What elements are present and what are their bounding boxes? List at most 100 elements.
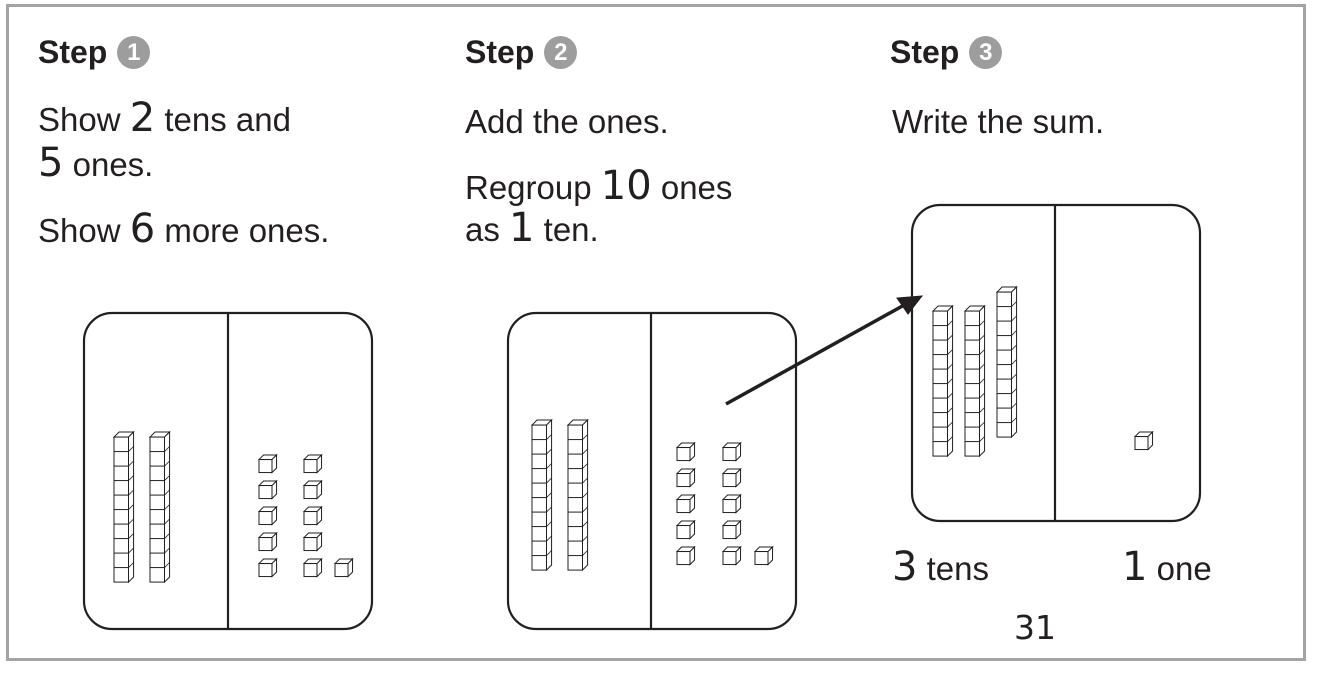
step-1-ten-rod-seg-side <box>164 547 170 554</box>
step-2-unit-cube-side <box>689 493 696 514</box>
step-1-unit-cube-front <box>258 563 273 578</box>
step-2-ten-rod-seg-side <box>582 434 588 440</box>
step-2-ten-rod-seg-side <box>546 434 552 440</box>
step-3-ten-rod-seg-side <box>947 349 953 355</box>
step-3-ten-rod-seg-side <box>979 320 985 326</box>
step-2-line-3-pre: as <box>465 211 510 248</box>
step-2-unit-cube <box>753 545 774 566</box>
step-3-ten-rod-seg-side <box>1011 344 1017 351</box>
step-3-ten-rod-seg-side <box>947 378 953 384</box>
step-1-badge: 1 <box>117 35 151 69</box>
step-2-unit-cube-front <box>722 525 737 540</box>
step-3-ten-rod-seg-side <box>979 378 985 384</box>
step-2-ten-rod-seg-side <box>546 448 552 455</box>
step-3-ones-word: one <box>1147 550 1212 587</box>
step-2-ten-rod <box>566 418 589 572</box>
step-3-ten-rod-seg-side <box>979 334 985 341</box>
step-2-unit-cube-front <box>676 473 691 488</box>
step-3-ten-rod-seg-side <box>1011 359 1017 365</box>
step-1-unit-cube <box>257 557 278 578</box>
step-2-title-text: Step <box>465 34 535 70</box>
regroup-arrow-head <box>896 295 924 315</box>
step-3-unit-cube-front <box>1134 436 1149 451</box>
step-2-unit-cube-front <box>754 551 769 566</box>
step-2-unit-cube <box>721 545 742 566</box>
step-2-ten-rod-seg-side <box>582 492 588 498</box>
step-3-ten-rod-seg-side <box>1011 301 1017 307</box>
step-1-unit-cube <box>302 453 323 474</box>
step-3-ten-rod-seg-side <box>979 363 985 370</box>
step-2-unit-cube-side <box>689 545 696 566</box>
step-2-unit-cube-side <box>689 519 696 540</box>
step-3-ten-rod <box>963 304 986 458</box>
step-1-unit-cube <box>302 557 323 578</box>
step-1-ten-rod-seg-side <box>164 460 170 467</box>
step-2-unit-cube <box>721 519 742 540</box>
step-2-unit-cube-front <box>722 447 737 462</box>
step-3-ten-rod-seg-side <box>1011 388 1017 394</box>
step-3-title-text: Step <box>890 34 960 70</box>
step-3-ten-rod-seg-side <box>979 349 985 355</box>
step-2-unit-cube-side <box>689 441 696 462</box>
regroup-arrow-line <box>725 302 907 406</box>
step-1-unit-cube-front <box>303 563 318 578</box>
step-2-unit-cube-side <box>735 467 742 488</box>
step-2-ten-rod-seg-side <box>582 550 588 556</box>
step-2-unit-cube-side <box>735 519 742 540</box>
step-1-unit-cube-front <box>303 459 318 474</box>
step-1-unit-cube-front <box>258 537 273 552</box>
step-1-unit-cube-side <box>271 505 278 526</box>
step-1-unit-cube <box>302 479 323 500</box>
step-1-ten-rod-seg-side <box>128 460 134 467</box>
step-1-title: Step 1 <box>38 34 151 70</box>
step-1-unit-cube <box>257 505 278 526</box>
step-2-badge: 2 <box>544 35 578 69</box>
step-3-ten-rod-seg-side <box>947 320 953 326</box>
step-2-ten-rod <box>530 418 553 572</box>
step-1-ten-rod-seg-side <box>164 562 170 568</box>
step-2-ten-rod-seg-side <box>582 477 588 484</box>
step-1-line-1: Show 2 tens and <box>38 98 291 140</box>
step-1-tens-number: 2 <box>129 95 156 141</box>
step-2-unit-cube-front <box>722 551 737 566</box>
step-2-ten-rod-seg-side <box>546 550 552 556</box>
step-3-ten-rod-seg-side <box>979 407 985 413</box>
step-3-ten-rod-seg-side <box>979 392 985 399</box>
step-1-unit-cube-side <box>271 479 278 500</box>
step-1-ten-rod-seg-side <box>128 547 134 554</box>
step-3-ten-rod-seg-side <box>947 436 953 442</box>
step-2-unit-cube <box>675 441 696 462</box>
step-2-line-3-post: ten. <box>534 211 599 248</box>
step-2-unit-cube-side <box>735 441 742 462</box>
step-3-unit-cube-side <box>1147 430 1154 451</box>
step-1-unit-cube-front <box>258 459 273 474</box>
step-3-unit-cube <box>1133 430 1154 451</box>
step-1-line-1-pre: Show <box>38 101 130 138</box>
step-2-line-1: Add the ones. <box>465 103 669 140</box>
step-1-unit-cube-side <box>316 531 323 552</box>
step-1-ten-rod-seg-side <box>128 475 134 481</box>
step-2-unit-cube-front <box>676 499 691 514</box>
step-2-unit-cube-side <box>689 467 696 488</box>
step-1-ten-rod-seg-side <box>164 504 170 510</box>
step-3-tens-number: 3 <box>892 544 918 590</box>
step-2-ten-rod-seg-side <box>546 477 552 484</box>
step-2-unit-cube-front <box>676 525 691 540</box>
step-1-unit-cube-side <box>271 453 278 474</box>
step-1-unit-cube-side <box>316 479 323 500</box>
step-3-ten-rod-seg-side <box>1011 315 1017 322</box>
step-2-ten-rod-seg-side <box>582 535 588 542</box>
step-1-title-text: Step <box>38 34 108 70</box>
step-1-ten-rod-seg-side <box>128 489 134 496</box>
step-2-unit-cube <box>675 493 696 514</box>
step-1-unit-cube-side <box>316 453 323 474</box>
step-3-sum: 31 <box>1014 608 1056 647</box>
step-3-ten-rod-seg-side <box>947 421 953 428</box>
step-1-ten-rod-seg-side <box>164 475 170 481</box>
step-1-ten-rod-seg-side <box>128 446 134 452</box>
step-1-line-1-post: tens and <box>155 101 291 138</box>
step-2-line-2-pre: Regroup <box>465 169 601 206</box>
step-2-ten-rod-seg-side <box>582 521 588 527</box>
step-2-unit-cube <box>721 467 742 488</box>
step-3-ten-rod-seg-side <box>947 363 953 370</box>
